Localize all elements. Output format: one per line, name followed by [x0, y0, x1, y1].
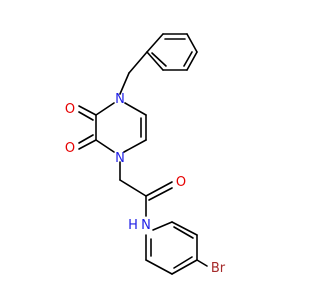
atom-n-amide: N [141, 218, 151, 233]
acetamide-chain [119, 161, 173, 217]
bromophenyl-ring [145, 221, 208, 275]
molecule-structure: N N O O O N H Br [65, 33, 226, 276]
molecule-canvas: N N O O O N H Br [64, 33, 226, 276]
pyrazinedione-ring [95, 102, 147, 153]
ring-carbonyls [78, 105, 97, 150]
atom-n-upper: N [115, 92, 125, 107]
atom-n-lower: N [115, 151, 125, 166]
atom-o-lower: O [65, 141, 75, 156]
benzyl-ch2-linker [119, 51, 148, 95]
atom-br: Br [211, 261, 226, 276]
atom-o-amide: O [176, 175, 186, 190]
benzyl-phenyl-ring [146, 33, 198, 71]
atom-o-upper: O [65, 102, 75, 117]
atom-h-amide: H [128, 218, 138, 233]
